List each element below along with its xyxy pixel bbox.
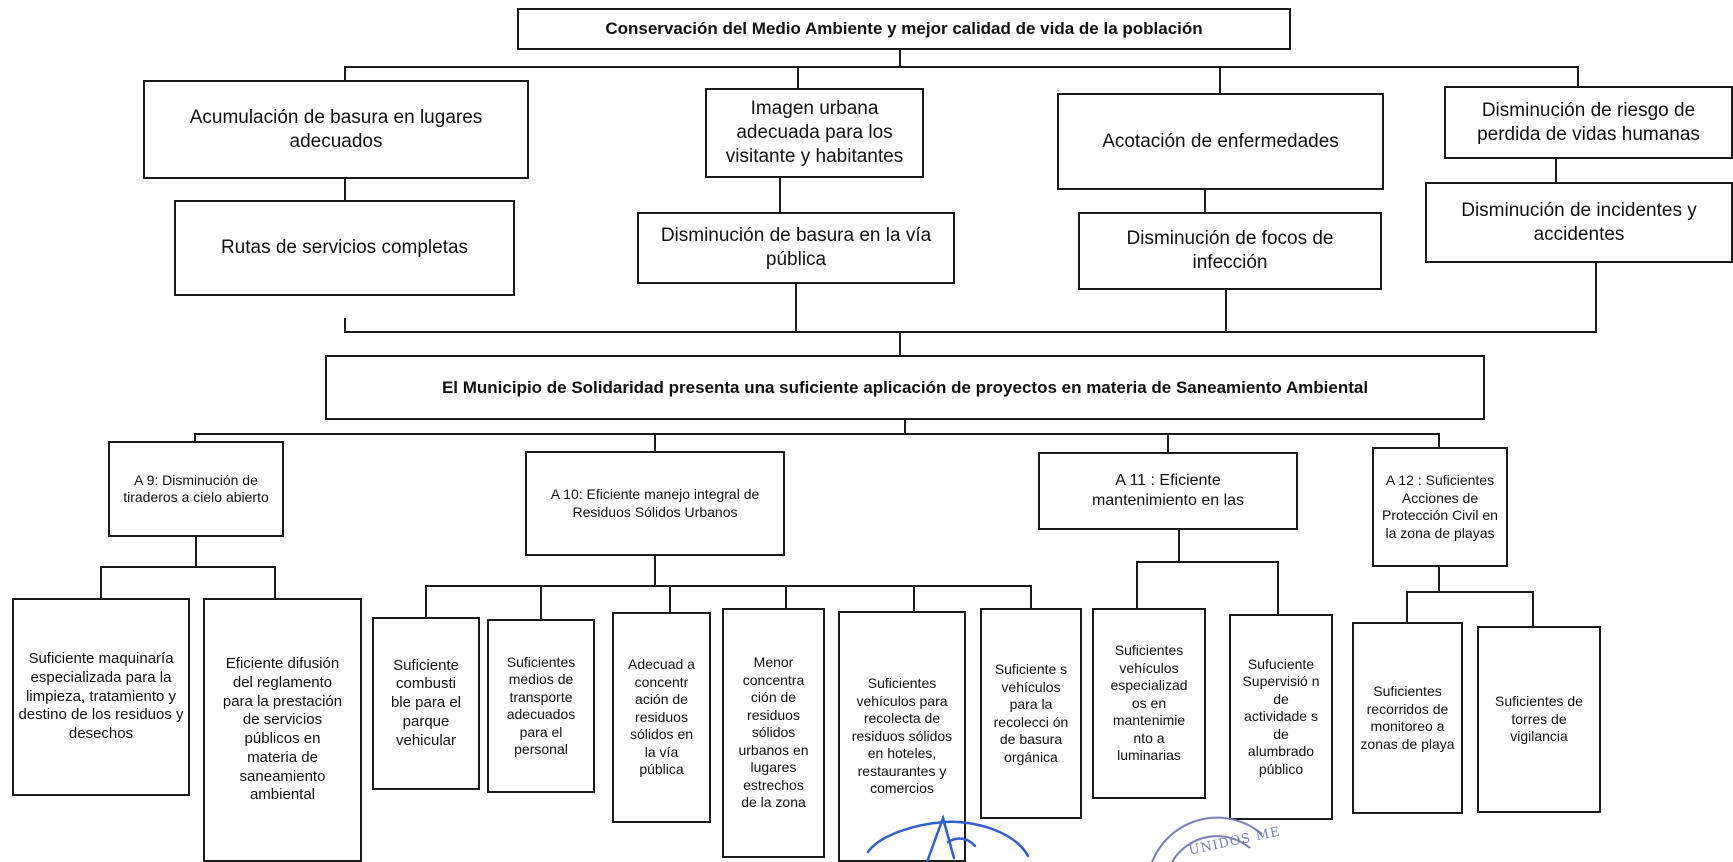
resultado-text-3: Disminución de focos de infección [1126, 228, 1334, 273]
efecto-text-3: Acotación de enfermedades [1102, 130, 1339, 152]
actividad-text-a9: A 9: Disminución de tiraderos a cielo ab… [123, 471, 269, 506]
efecto-box-4: Disminución de riesgo de perdida de vida… [1444, 86, 1733, 159]
componente-box-12: Suficientes de torres de vigilancia [1477, 626, 1601, 813]
componente-box-5: Adecuad a concentr ación de residuos sól… [612, 612, 711, 823]
actividad-text-a11: A 11 : Eficiente mantenimiento en las [1091, 472, 1245, 509]
componente-box-1: Suficiente maquinaría especializada para… [12, 598, 190, 796]
componente-text-7: Suficientes vehículos para recolecta de … [851, 675, 953, 797]
actividad-box-a9: A 9: Disminución de tiraderos a cielo ab… [108, 441, 284, 537]
componente-text-2: Eficiente difusión del reglamento para l… [222, 655, 343, 804]
componente-box-11: Suficientes recorridos de monitoreo a zo… [1352, 622, 1463, 814]
resultado-box-3: Disminución de focos de infección [1078, 212, 1382, 290]
proposito-text: El Municipio de Solidaridad presenta una… [441, 377, 1369, 397]
efecto-box-1: Acumulación de basura en lugares adecuad… [143, 80, 529, 179]
componente-text-4: Suficientes medios de transporte adecuad… [506, 653, 576, 758]
componente-box-2: Eficiente difusión del reglamento para l… [203, 598, 362, 862]
actividad-box-a12: A 12 : Suficientes Acciones de Protecció… [1372, 447, 1508, 567]
componente-text-5: Adecuad a concentr ación de residuos sól… [628, 656, 695, 778]
componente-box-8: Suficiente s vehículos para la recolecci… [980, 608, 1082, 819]
componente-box-3: Suficiente combusti ble para el parque v… [372, 617, 480, 790]
componente-text-8: Suficiente s vehículos para la recolecci… [993, 661, 1069, 765]
actividad-text-a10: A 10: Eficiente manejo integral de Resid… [550, 486, 760, 520]
resultado-text-2: Disminución de basura en la vía pública [660, 225, 932, 270]
efecto-box-2: Imagen urbana adecuada para los visitant… [705, 88, 924, 178]
componente-box-10: Sufuciente Supervisió n de actividade s … [1229, 614, 1333, 820]
proposito-box: El Municipio de Solidaridad presenta una… [325, 355, 1485, 420]
componente-text-6: Menor concentra ción de residuos sólidos… [738, 654, 809, 811]
fin-text: Conservación del Medio Ambiente y mejor … [605, 19, 1203, 39]
actividad-box-a11: A 11 : Eficiente mantenimiento en las [1038, 452, 1298, 530]
efecto-text-4: Disminución de riesgo de perdida de vida… [1477, 99, 1700, 145]
efecto-text-1: Acumulación de basura en lugares adecuad… [189, 106, 483, 152]
fin-box: Conservación del Medio Ambiente y mejor … [517, 8, 1291, 50]
efecto-text-2: Imagen urbana adecuada para los visitant… [725, 98, 904, 167]
efecto-box-3: Acotación de enfermedades [1057, 93, 1384, 190]
componente-text-11: Suficientes recorridos de monitoreo a zo… [1360, 683, 1455, 752]
resultado-text-4: Disminución de incidentes y accidentes [1461, 199, 1697, 245]
resultado-text-1: Rutas de servicios completas [220, 237, 469, 259]
resultado-box-4: Disminución de incidentes y accidentes [1425, 182, 1733, 263]
resultado-box-2: Disminución de basura en la vía pública [637, 212, 955, 284]
componente-text-3: Suficiente combusti ble para el parque v… [390, 656, 462, 749]
componente-text-1: Suficiente maquinaría especializada para… [18, 650, 184, 743]
componente-box-4: Suficientes medios de transporte adecuad… [487, 619, 595, 793]
componente-box-9: Suficientes vehículos especializad os en… [1092, 608, 1206, 799]
componente-text-12: Suficientes de torres de vigilancia [1495, 693, 1583, 745]
actividad-text-a12: A 12 : Suficientes Acciones de Protecció… [1382, 472, 1498, 541]
componente-text-10: Sufuciente Supervisió n de actividade s … [1242, 655, 1320, 777]
actividad-box-a10: A 10: Eficiente manejo integral de Resid… [525, 451, 785, 556]
componente-text-9: Suficientes vehículos especializad os en… [1110, 642, 1188, 764]
componente-box-6: Menor concentra ción de residuos sólidos… [722, 608, 825, 858]
resultado-box-1: Rutas de servicios completas [174, 200, 515, 296]
